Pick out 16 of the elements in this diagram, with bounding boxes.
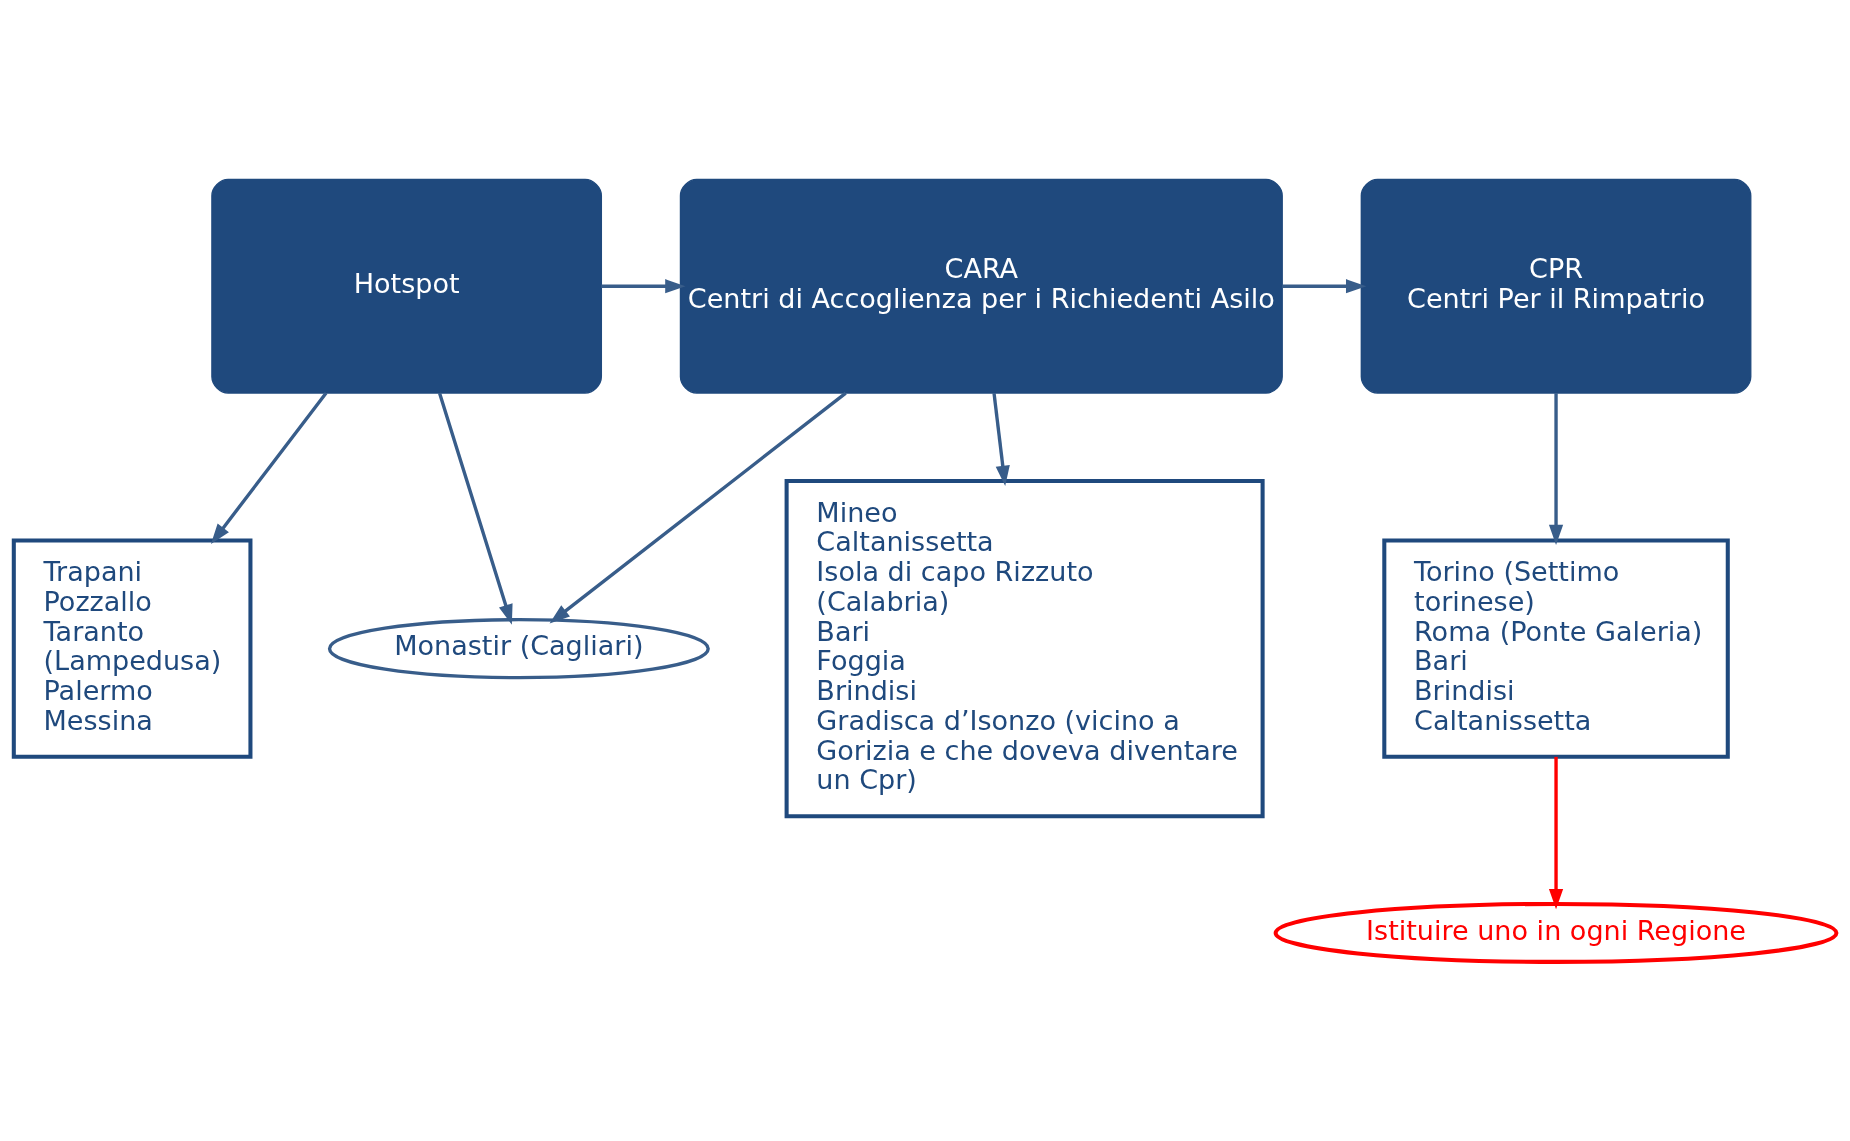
node-ellipse: Monastir (Cagliari) — [327, 617, 710, 680]
node-box: Trapani Pozzallo Taranto (Lampedusa) Palermo Messina — [11, 538, 253, 759]
node-box: Hotspot — [211, 178, 603, 394]
node-box: Torino (Settimo torinese) Roma (Ponte Galeria) Bari Brindisi Caltanissetta — [1382, 538, 1730, 759]
arrow — [1282, 279, 1367, 294]
node-box: CARA Centri di Accoglienza per i Richiedenti Asilo — [679, 178, 1283, 394]
arrow — [1548, 756, 1564, 910]
arrow — [992, 392, 1010, 487]
arrow — [437, 392, 513, 625]
arrow — [549, 391, 847, 624]
node-box: Mineo Caltanissetta Isola di capo Rizzuto (Calabria) Bari Foggia Brindisi Gradisca d’Isonzo (vicino a Gorizia e che doveva diventare un Cpr) — [784, 478, 1265, 819]
node-box: CPR Centri Per il Rimpatrio — [1360, 178, 1752, 394]
arrow — [210, 392, 328, 544]
arrow — [1548, 393, 1564, 546]
node-ellipse: Istituire uno in ogni Regione — [1273, 901, 1839, 964]
arrow — [601, 279, 686, 294]
